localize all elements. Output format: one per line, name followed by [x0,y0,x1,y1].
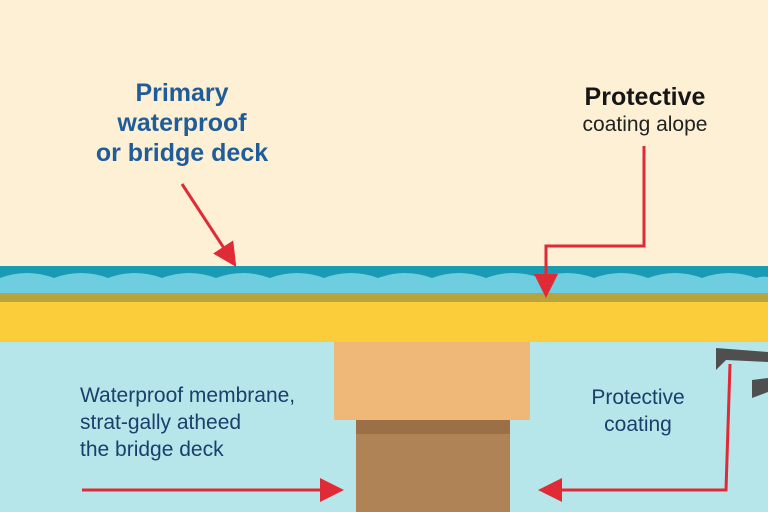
arrow-coating-to-pier [538,363,732,502]
water-wave [0,273,768,294]
label-membrane-line2: strat-gally atheed [80,411,242,435]
label-coating-line2: coating [604,413,672,437]
deck-bracket-upper [716,348,768,370]
label-protective-coating-bottom: Protective coating [568,385,708,439]
label-waterproof-membrane: Waterproof membrane, strat-gally atheed … [80,383,295,465]
deck-bracket-lower [752,378,768,398]
pier-cap [334,342,530,420]
label-primary-line2: waterproof [117,109,247,137]
membrane-stripe [0,293,768,302]
label-primary-waterproof: Primary waterproof or bridge deck [82,78,282,168]
label-protective-top-line2: coating alope [582,113,708,136]
arrow-protective-to-membrane [534,146,646,298]
sky-background [0,0,768,270]
label-primary-line1: Primary [135,79,229,107]
label-primary-line3: or bridge deck [95,139,269,167]
label-coating-line1: Protective [591,386,685,409]
label-membrane-line3: the bridge deck [80,438,224,462]
pier-column [356,434,510,512]
pier-column-top-shade [356,420,510,434]
bridge-deck-slab [0,302,768,342]
label-membrane-line1: Waterproof membrane, [80,384,296,407]
label-protective-coating-top: Protective coating alope [560,82,730,137]
label-protective-top-line1: Protective [584,83,706,111]
arrow-primary-to-water [180,183,237,268]
